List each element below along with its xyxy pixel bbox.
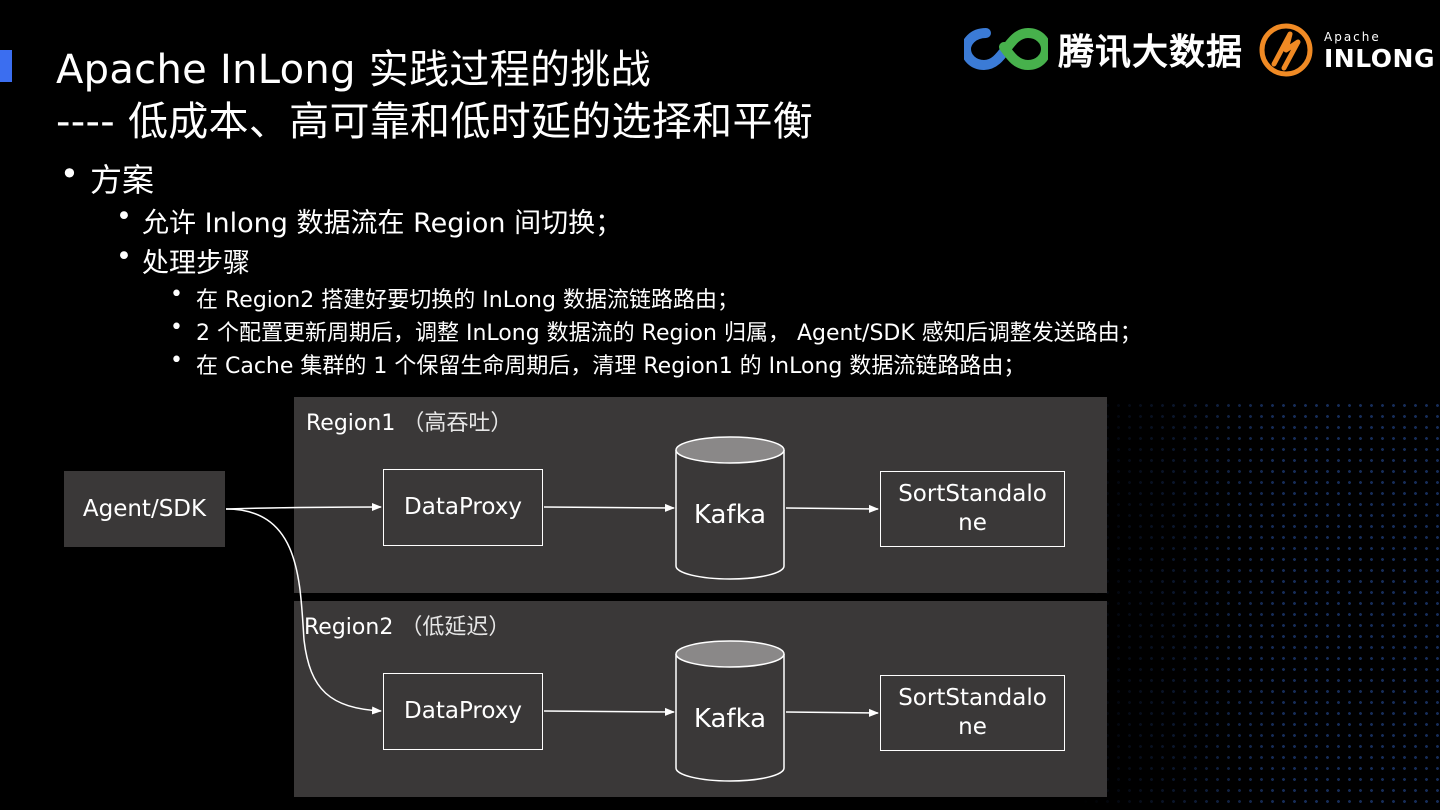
inlong-wordmark: INLONG: [1324, 44, 1435, 73]
bullet-plan: • 方案: [60, 155, 154, 201]
step-1-text: 在 Region2 搭建好要切换的 InLong 数据流链路路由；: [196, 288, 739, 313]
slide-title-line-2: ---- 低成本、高可靠和低时延的选择和平衡: [56, 99, 814, 145]
bullet-dot: •: [170, 348, 183, 373]
inlong-flame-icon: [1259, 23, 1313, 77]
region1-sort-label-line-2: ne: [958, 510, 987, 536]
bullet-dot: •: [116, 201, 132, 232]
region1-sort-label-line-1: SortStandalo: [898, 481, 1047, 507]
title-accent-bar: [0, 50, 12, 82]
region2-kafka-label: Kafka: [693, 704, 767, 734]
step-3-text: 在 Cache 集群的 1 个保留生命周期后，清理 Region1 的 InLo…: [196, 354, 1026, 379]
slide-title-line-1: Apache InLong 实践过程的挑战: [56, 47, 651, 93]
region1-kafka-label: Kafka: [693, 500, 767, 530]
region1-dataproxy-node: DataProxy: [383, 469, 543, 546]
bullet-steps: • 处理步骤: [116, 241, 250, 280]
bullet-dot: •: [116, 241, 132, 272]
region1-note: （高吞吐）: [402, 411, 513, 436]
step-2: • 2 个配置更新周期后，调整 InLong 数据流的 Region 归属， A…: [170, 315, 1142, 347]
bullet-dot: •: [170, 282, 183, 307]
bullet-dot: •: [170, 315, 183, 340]
region1-name: Region1: [306, 411, 396, 436]
step-1: • 在 Region2 搭建好要切换的 InLong 数据流链路路由；: [170, 282, 739, 314]
bullet-plan-text: 方案: [90, 161, 155, 199]
bullet-allow-switch-text: 允许 Inlong 数据流在 Region 间切换；: [142, 208, 623, 239]
apache-label: Apache: [1324, 30, 1381, 44]
bullet-steps-text: 处理步骤: [142, 248, 250, 279]
region2-note: （低延迟）: [400, 615, 511, 640]
region2-title: Region2 （低延迟）: [304, 609, 510, 641]
region2-sort-label-line-2: ne: [958, 714, 987, 740]
apache-inlong-logo: Apache INLONG: [1256, 18, 1434, 82]
region2-sort-label-line-1: SortStandalo: [898, 685, 1047, 711]
bullet-dot: •: [60, 155, 79, 193]
bullet-allow-switch: • 允许 Inlong 数据流在 Region 间切换；: [116, 201, 622, 240]
tencent-bigdata-wordmark: 腾讯大数据: [1058, 32, 1244, 73]
dot-pattern-background: [1080, 400, 1440, 810]
agent-sdk-node: Agent/SDK: [64, 471, 225, 547]
tencent-bigdata-logo: 腾讯大数据: [964, 22, 1254, 76]
step-2-text: 2 个配置更新周期后，调整 InLong 数据流的 Region 归属， Age…: [196, 321, 1142, 346]
slide-title: Apache InLong 实践过程的挑战 ---- 低成本、高可靠和低时延的选…: [56, 44, 813, 148]
region1-sortstandalone-node: SortStandalo ne: [880, 471, 1065, 547]
step-3: • 在 Cache 集群的 1 个保留生命周期后，清理 Region1 的 In…: [170, 348, 1025, 380]
region1-title: Region1 （高吞吐）: [306, 405, 512, 437]
region2-name: Region2: [304, 615, 394, 640]
region2-dataproxy-node: DataProxy: [383, 673, 543, 750]
tencent-infinity-icon: [964, 27, 1048, 71]
region2-sortstandalone-node: SortStandalo ne: [880, 675, 1065, 751]
